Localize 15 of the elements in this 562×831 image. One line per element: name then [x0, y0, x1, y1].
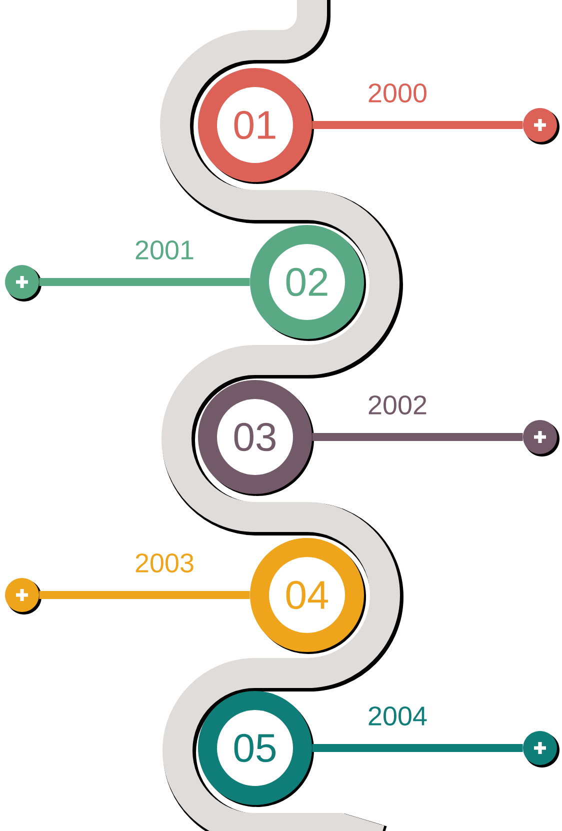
connector-line — [39, 278, 250, 286]
year-label: 2000 — [368, 83, 426, 103]
year-label: 2002 — [368, 395, 426, 415]
plus-button — [523, 108, 560, 145]
year-label: 2003 — [136, 553, 194, 573]
plus-button — [523, 731, 560, 768]
plus-button — [523, 420, 560, 456]
year-label: 2004 — [368, 706, 427, 726]
plus-button — [5, 265, 42, 302]
connector-line — [39, 591, 250, 599]
connector-line — [312, 433, 523, 441]
plus-button — [5, 578, 42, 614]
year-label: 2001 — [136, 240, 194, 260]
connector-line — [312, 121, 523, 129]
connector-line — [312, 744, 523, 752]
